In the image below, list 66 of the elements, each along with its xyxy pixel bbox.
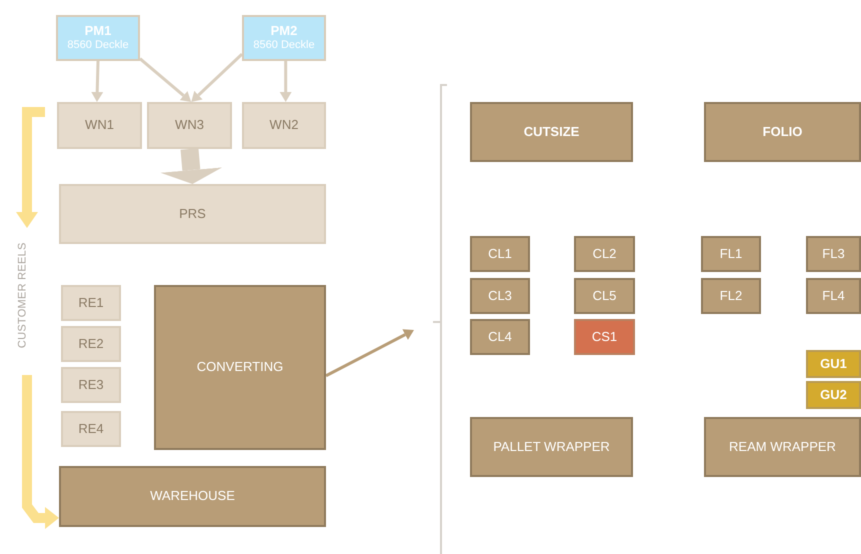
process-box: [806, 236, 861, 272]
box-title: CL1: [488, 246, 512, 262]
process-box: [704, 102, 861, 162]
process-box: [574, 319, 635, 355]
process-box: [701, 236, 761, 272]
box-title: PRS: [179, 206, 206, 222]
box-title: WAREHOUSE: [150, 488, 235, 505]
process-box: [147, 102, 232, 149]
process-box: [470, 319, 530, 355]
box-title: WN2: [270, 117, 298, 134]
process-box: [806, 381, 861, 409]
box-title: CL5: [592, 288, 616, 304]
box-title: PM2: [270, 23, 298, 40]
process-box: [57, 102, 142, 149]
process-box: [701, 278, 761, 314]
box-title: CUTSIZE: [524, 124, 580, 140]
box-title: FL1: [720, 246, 742, 262]
process-box: [61, 326, 121, 362]
arrow: [325, 329, 414, 378]
arrow: [191, 53, 244, 102]
process-box: [61, 411, 121, 447]
process-box: [470, 236, 530, 272]
vertical-label: CUSTOMER REELS: [16, 242, 30, 348]
arrow: [91, 60, 104, 102]
process-box: [242, 102, 326, 149]
box-title: CONVERTING: [196, 359, 284, 376]
arrow: [22, 375, 59, 529]
box-title: CL4: [488, 328, 512, 346]
process-box: [704, 417, 861, 477]
process-box: [61, 367, 121, 403]
box-title: REAM WRAPPER: [729, 438, 836, 456]
box-title: PALLET WRAPPER: [493, 438, 610, 456]
process-box: [61, 285, 121, 321]
box-title: GU2: [820, 386, 847, 404]
process-box: [470, 278, 530, 314]
process-box: [574, 278, 635, 314]
process-box: [59, 184, 326, 244]
process-box: [806, 350, 861, 378]
box-title: CL2: [592, 246, 616, 262]
box-title: WN3: [175, 117, 204, 134]
process-box: [154, 285, 326, 450]
process-box: [470, 102, 633, 162]
box-title: RE3: [78, 376, 104, 394]
arrow: [280, 61, 292, 102]
process-box: [574, 236, 635, 272]
arrow: [160, 148, 222, 184]
process-box: [56, 15, 140, 61]
box-title: RE1: [78, 294, 104, 312]
arrow: [139, 58, 192, 102]
box-title: FL4: [822, 288, 845, 304]
box-title: GU1: [820, 356, 847, 372]
box-title: RE2: [78, 336, 104, 352]
box-title: PM1: [84, 23, 112, 40]
box-subtitle: 8560 Deckle: [253, 39, 315, 53]
process-box: [242, 15, 326, 61]
box-title: CS1: [592, 328, 618, 346]
box-title: FL2: [720, 288, 742, 304]
process-box: [470, 417, 633, 477]
box-title: FOLIO: [762, 124, 802, 140]
process-box: [59, 466, 326, 527]
box-title: WN1: [85, 117, 114, 134]
box-subtitle: 8560 Deckle: [67, 39, 129, 53]
box-title: CL3: [488, 288, 512, 304]
process-box: [806, 278, 861, 314]
box-title: FL3: [822, 246, 845, 262]
box-title: RE4: [78, 420, 104, 438]
